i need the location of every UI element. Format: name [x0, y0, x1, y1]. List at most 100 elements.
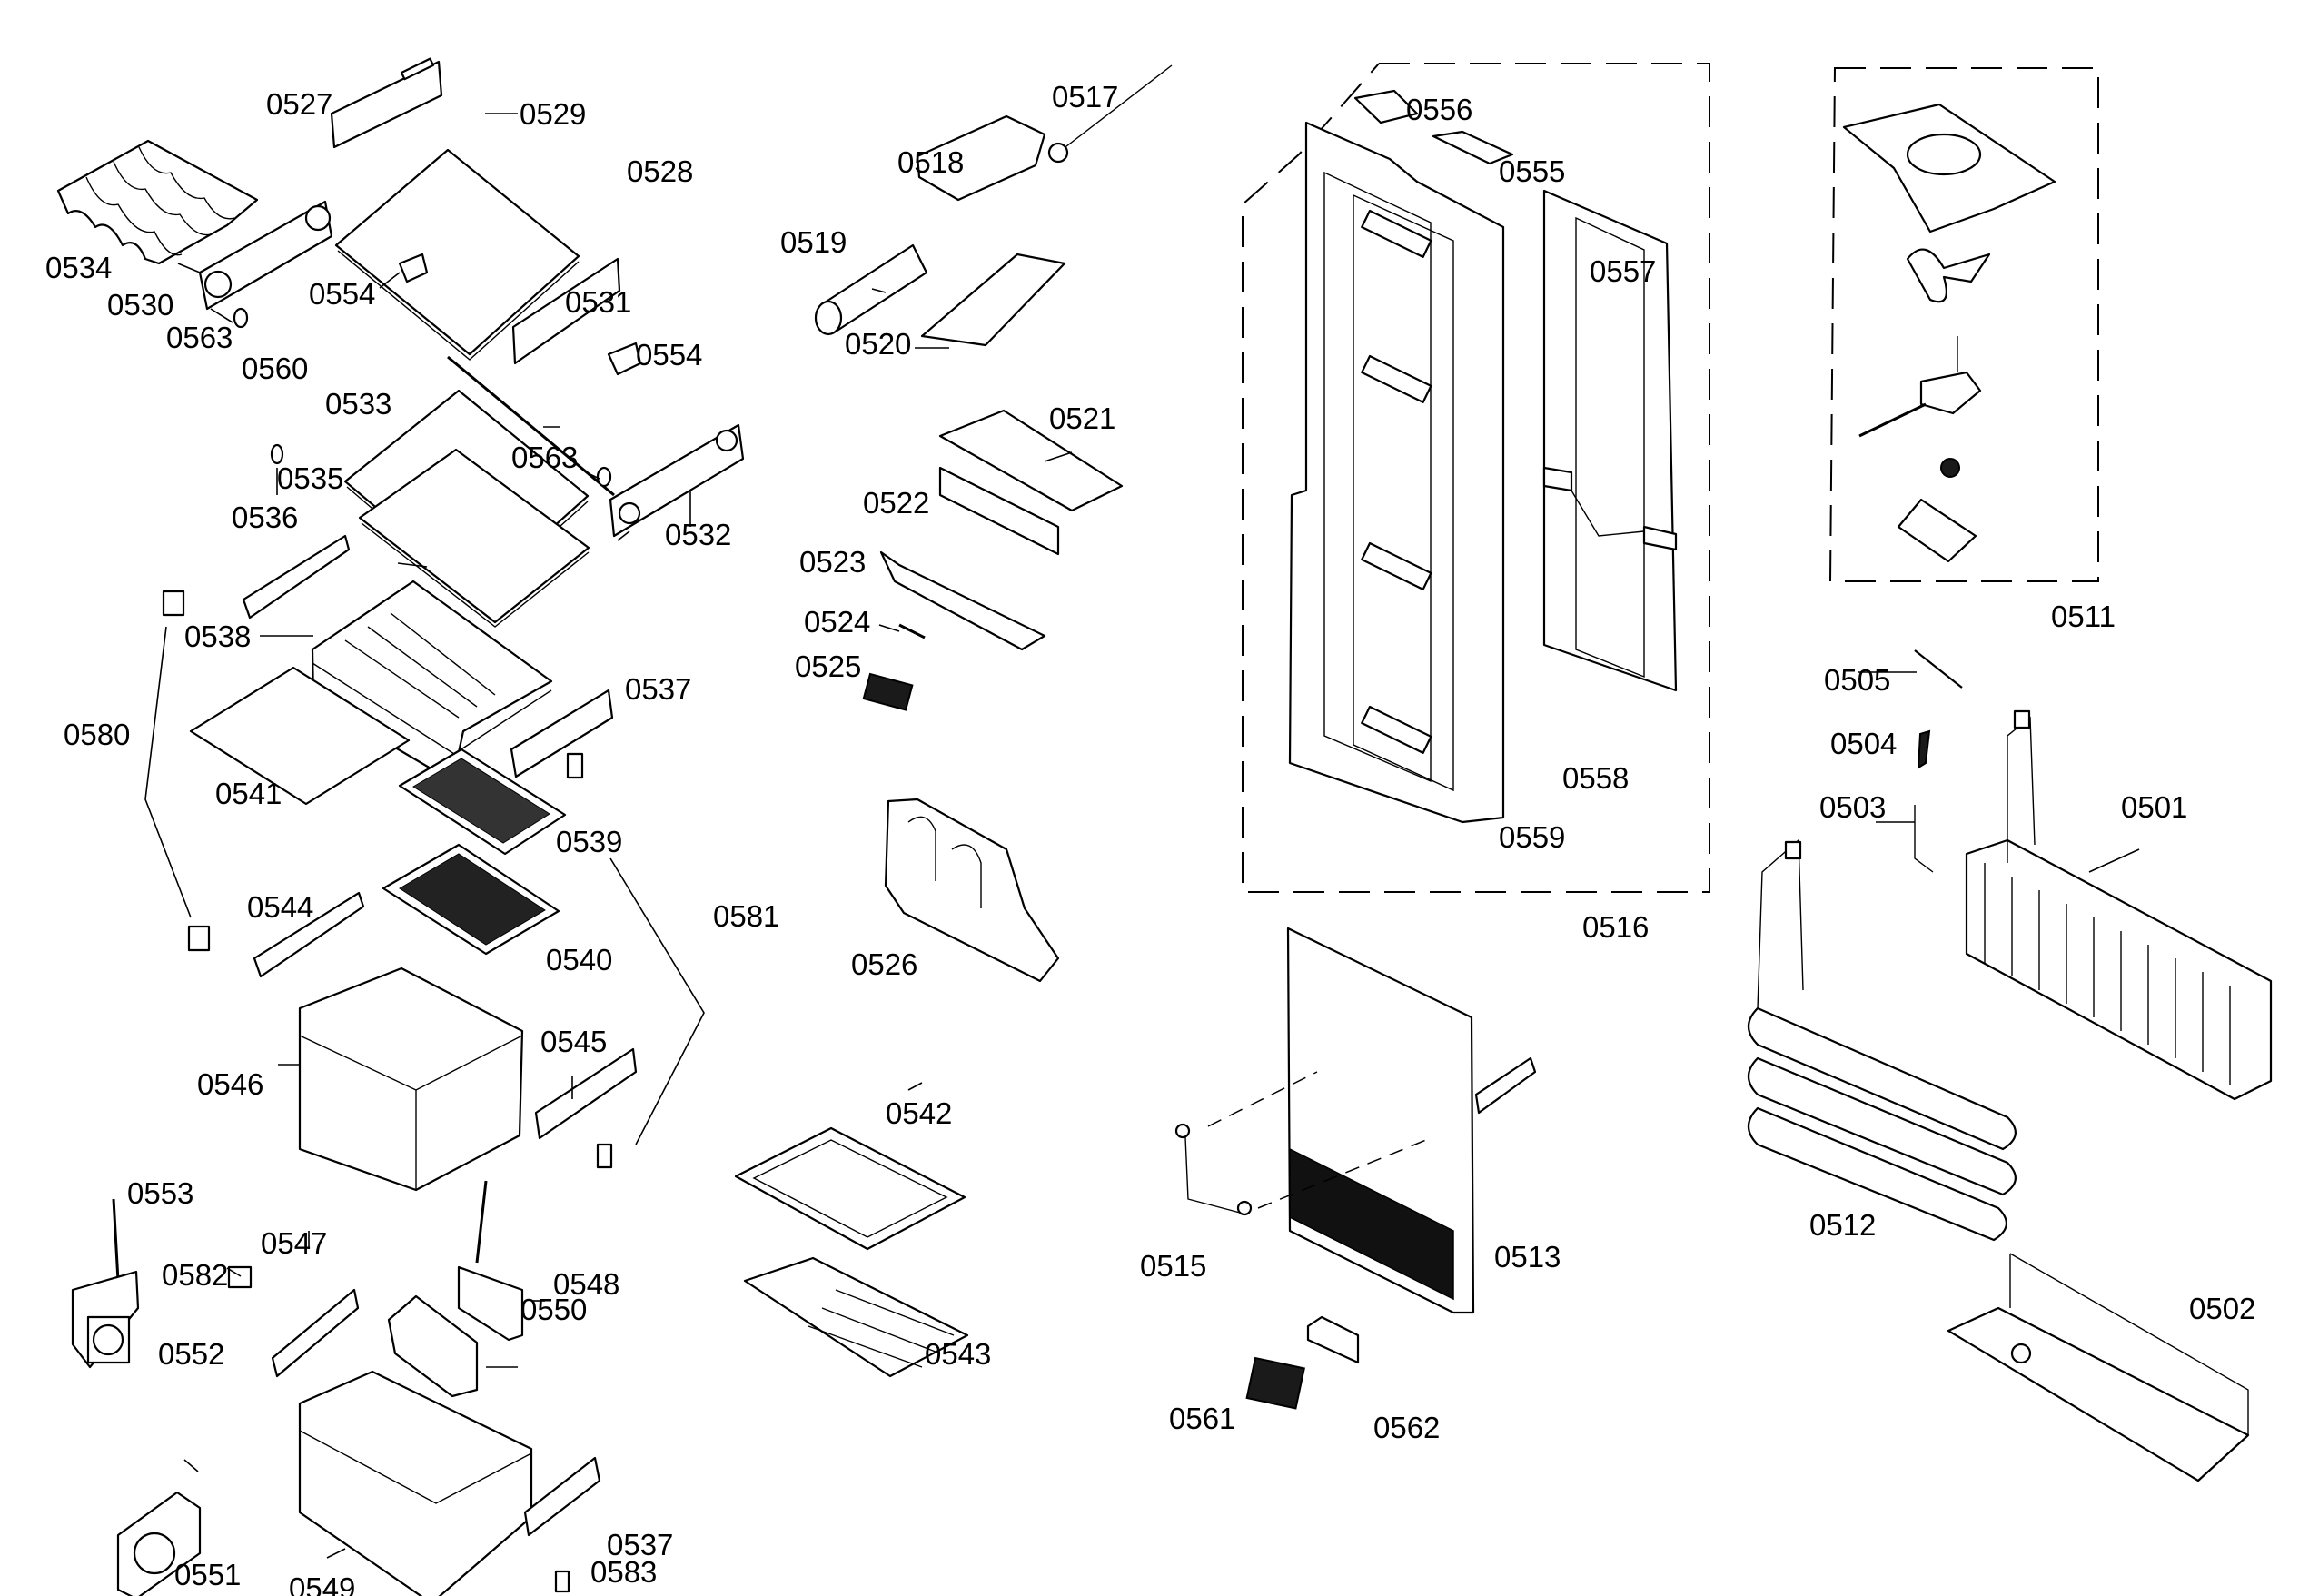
part-label-0520: 0520 — [845, 327, 911, 361]
leader-lines — [144, 113, 2140, 1559]
part-label-0521: 0521 — [1049, 401, 1115, 435]
part-label-0541: 0541 — [215, 777, 282, 810]
assembly-0516-boundary — [1242, 63, 1710, 893]
part-0559-door-liner — [1288, 121, 1505, 824]
part-label-0556: 0556 — [1406, 93, 1472, 126]
part-label-0580: 0580 — [64, 718, 130, 751]
part-label-0531: 0531 — [565, 285, 631, 319]
part-0558-pad-right — [1642, 525, 1678, 551]
part-label-0534: 0534 — [45, 251, 112, 284]
part-label-0539: 0539 — [556, 825, 622, 858]
part-label-0557: 0557 — [1590, 254, 1656, 288]
part-label-0526: 0526 — [851, 947, 917, 981]
part-0520-filter-cover — [920, 253, 1066, 347]
part-label-0522: 0522 — [863, 486, 929, 520]
part-label-0547: 0547 — [261, 1226, 327, 1260]
part-label-0563b: 0563 — [511, 441, 578, 474]
part-label-0548: 0548 — [553, 1267, 619, 1301]
part-label-0529: 0529 — [520, 97, 586, 131]
part-label-0519: 0519 — [780, 225, 847, 259]
part-labels: 0501050205030504050505110512051305150516… — [45, 80, 2255, 1596]
part-0560-plug — [270, 443, 284, 465]
part-0511-fan-motor-assembly — [1842, 103, 2056, 563]
part-0504-clip — [1917, 729, 1931, 769]
part-0526-water-tank — [884, 798, 1060, 983]
part-label-0532: 0532 — [665, 518, 731, 551]
part-label-0538: 0538 — [184, 620, 251, 653]
part-0547-slide — [271, 1288, 360, 1378]
part-0534-wine-rack — [56, 139, 259, 265]
part-0542-shelf-frame — [734, 1126, 966, 1251]
part-label-0583: 0583 — [590, 1555, 657, 1589]
part-label-0535: 0535 — [277, 461, 343, 495]
part-0521-dispenser-frame — [938, 409, 1124, 512]
part-label-0581: 0581 — [713, 899, 779, 933]
part-label-0582: 0582 — [162, 1258, 228, 1292]
part-0532-shelf-rail — [609, 423, 745, 538]
part-0552-fan — [86, 1315, 131, 1364]
part-0543-grille-shelf — [743, 1256, 969, 1378]
part-0501-evaporator — [1965, 709, 2273, 1101]
part-0582-connector — [227, 1265, 253, 1289]
part-0561-vent — [1245, 1356, 1305, 1410]
part-0515-screws — [1174, 1071, 1427, 1216]
part-0502-drain-pan — [1947, 1253, 2250, 1482]
part-label-0511: 0511 — [2051, 600, 2116, 633]
part-label-0551: 0551 — [174, 1558, 241, 1591]
part-label-0523: 0523 — [799, 545, 866, 579]
part-0563-ring-upper — [233, 307, 249, 329]
part-label-0560: 0560 — [242, 352, 308, 385]
part-label-0549: 0549 — [289, 1571, 355, 1596]
part-label-0544: 0544 — [247, 890, 313, 924]
part-0513-evaporator-cover — [1286, 927, 1537, 1314]
part-label-0563a: 0563 — [166, 321, 233, 354]
part-0555-hinge — [1432, 130, 1514, 165]
part-0548-light-module — [457, 1180, 524, 1342]
part-0523-dispenser-chute — [879, 550, 1046, 651]
part-label-0553: 0553 — [127, 1176, 193, 1210]
part-label-0502: 0502 — [2189, 1292, 2255, 1325]
part-0554-clip-lower — [607, 342, 642, 376]
part-label-0536: 0536 — [232, 501, 298, 534]
part-label-0540: 0540 — [546, 943, 612, 976]
part-label-0504: 0504 — [1830, 727, 1897, 760]
part-0581-stop-lower — [596, 1143, 613, 1169]
part-0519-water-filter — [814, 243, 928, 336]
part-0517-sensor — [1047, 64, 1173, 164]
part-label-0503: 0503 — [1819, 790, 1886, 824]
part-0545-slide — [534, 1047, 638, 1140]
part-0581-stop-upper — [566, 752, 584, 779]
part-label-0555: 0555 — [1499, 154, 1565, 188]
assembly-0511-boundary — [1828, 67, 2099, 582]
part-label-0518: 0518 — [897, 145, 964, 179]
part-label-0517: 0517 — [1052, 80, 1118, 114]
part-0544-slide — [253, 891, 365, 978]
part-0551-fan-housing — [116, 1491, 202, 1596]
part-0563-ring-lower — [596, 466, 612, 488]
part-label-0530: 0530 — [107, 288, 173, 322]
part-0518-filter-housing — [916, 114, 1046, 202]
part-label-0562: 0562 — [1373, 1411, 1440, 1444]
part-label-0505: 0505 — [1824, 663, 1890, 697]
part-0528-bracket — [511, 257, 621, 365]
part-0535-crisper-cover — [358, 448, 590, 628]
part-label-0525: 0525 — [795, 649, 861, 683]
part-0524-pin — [898, 623, 926, 639]
part-0562-cover — [1306, 1315, 1360, 1364]
part-label-0561: 0561 — [1169, 1402, 1235, 1435]
part-label-0559: 0559 — [1499, 820, 1565, 854]
part-label-0533: 0533 — [325, 387, 391, 421]
part-0541-glass-panel — [189, 666, 411, 806]
part-label-0513: 0513 — [1494, 1240, 1561, 1274]
part-label-0524: 0524 — [804, 605, 870, 639]
part-0503-thermistor — [1914, 805, 1934, 873]
part-0527-bracket — [330, 57, 443, 149]
part-0512-defrost-heater — [1747, 838, 2017, 1242]
part-label-0528: 0528 — [627, 154, 693, 188]
part-label-0558: 0558 — [1562, 761, 1629, 795]
part-label-0537b: 0537 — [607, 1528, 673, 1561]
part-0537-slide-lower — [523, 1456, 601, 1537]
part-0558-pad-left — [1542, 466, 1573, 492]
leader-0558 — [1571, 490, 1645, 537]
